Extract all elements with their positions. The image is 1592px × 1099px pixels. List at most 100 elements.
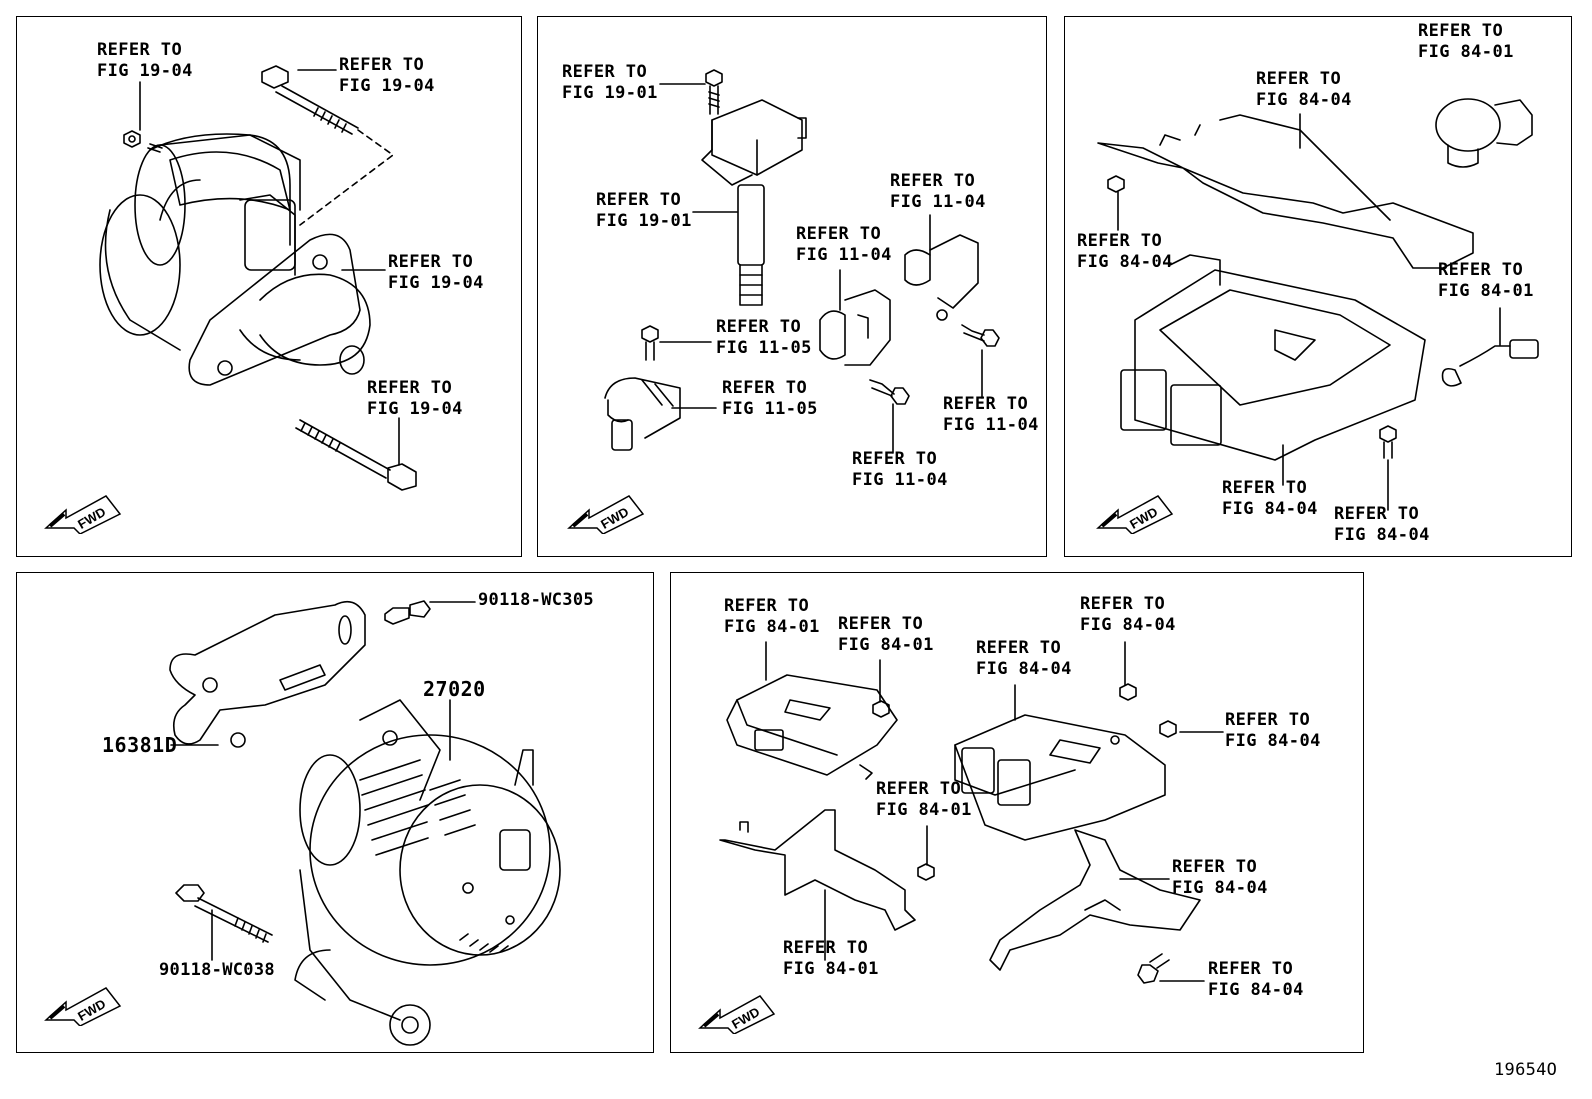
callout-ecu-4: REFER TO FIG 84-01 [1438,260,1534,302]
refer-label: REFER TO [1077,231,1163,251]
fig-ref: FIG 84-04 [1172,878,1268,898]
refer-label: REFER TO [1418,21,1504,41]
callout-ignition-6: REFER TO FIG 11-05 [722,378,818,420]
refer-label: REFER TO [1256,69,1342,89]
refer-label: REFER TO [1172,857,1258,877]
modules-drawing [719,674,1201,984]
callout-modules-2: REFER TO FIG 84-01 [838,614,934,656]
refer-label: REFER TO [783,938,869,958]
panel-alternator [16,572,654,1053]
refer-label: REFER TO [1222,478,1308,498]
refer-label: REFER TO [339,55,425,75]
callout-ecu-1: REFER TO FIG 84-01 [1418,21,1514,63]
refer-label: REFER TO [1080,594,1166,614]
callout-modules-6: REFER TO FIG 84-01 [876,779,972,821]
fwd-arrow-icon: FWD [698,995,776,1034]
callout-modules-4: REFER TO FIG 84-04 [976,638,1072,680]
fig-ref: FIG 84-04 [1208,980,1304,1000]
fig-ref: FIG 19-01 [596,211,692,231]
fig-ref: FIG 11-04 [890,192,986,212]
fig-ref: FIG 11-04 [943,415,1039,435]
fig-ref: FIG 11-04 [796,245,892,265]
refer-label: REFER TO [562,62,648,82]
fig-ref: FIG 11-05 [722,399,818,419]
fig-ref: FIG 19-01 [562,83,658,103]
panel-ecu [1064,16,1572,557]
callout-starter-4: REFER TO FIG 19-04 [367,378,463,420]
refer-label: REFER TO [976,638,1062,658]
refer-label: REFER TO [852,449,938,469]
fig-ref: FIG 84-04 [1225,731,1321,751]
fig-ref: FIG 84-01 [724,617,820,637]
fig-ref: FIG 84-01 [1438,281,1534,301]
diagram-id: 19654O [1494,1060,1558,1080]
fig-ref: FIG 11-05 [716,338,812,358]
refer-label: REFER TO [388,252,474,272]
callout-starter-1: REFER TO FIG 19-04 [97,40,193,82]
fig-ref: FIG 84-04 [1080,615,1176,635]
fig-ref: FIG 84-04 [1334,525,1430,545]
refer-label: REFER TO [1438,260,1524,280]
callout-ecu-2: REFER TO FIG 84-04 [1256,69,1352,111]
callout-starter-2: REFER TO FIG 19-04 [339,55,435,97]
fig-ref: FIG 19-04 [97,61,193,81]
callout-ecu-6: REFER TO FIG 84-04 [1334,504,1430,546]
refer-label: REFER TO [367,378,453,398]
refer-label: REFER TO [890,171,976,191]
refer-label: REFER TO [838,614,924,634]
fig-ref: FIG 19-04 [339,76,435,96]
part-number-alternator: 27020 [423,677,486,701]
fig-ref: FIG 84-04 [1077,252,1173,272]
fig-ref: FIG 84-01 [838,635,934,655]
refer-label: REFER TO [596,190,682,210]
fig-ref: FIG 84-04 [1256,90,1352,110]
refer-label: REFER TO [1225,710,1311,730]
fig-ref: FIG 11-04 [852,470,948,490]
refer-label: REFER TO [1208,959,1294,979]
callout-starter-3: REFER TO FIG 19-04 [388,252,484,294]
fig-ref: FIG 84-01 [1418,42,1514,62]
refer-label: REFER TO [722,378,808,398]
part-number-bracket: 16381D [102,733,178,757]
fig-ref: FIG 84-01 [783,959,879,979]
fig-ref: FIG 84-01 [876,800,972,820]
fig-ref: FIG 19-04 [367,399,463,419]
refer-label: REFER TO [97,40,183,60]
refer-label: REFER TO [796,224,882,244]
refer-label: REFER TO [1334,504,1420,524]
callout-ignition-4: REFER TO FIG 11-04 [890,171,986,213]
callout-ignition-5: REFER TO FIG 11-05 [716,317,812,359]
callout-ignition-1: REFER TO FIG 19-01 [562,62,658,104]
refer-label: REFER TO [876,779,962,799]
refer-label: REFER TO [943,394,1029,414]
part-number-bolt-top: 90118-WC305 [478,590,594,610]
callout-modules-7: REFER TO FIG 84-04 [1172,857,1268,899]
callout-ignition-3: REFER TO FIG 11-04 [796,224,892,266]
callout-ignition-8: REFER TO FIG 11-04 [852,449,948,491]
refer-label: REFER TO [716,317,802,337]
panel-starter [16,16,522,557]
callout-ecu-3: REFER TO FIG 84-04 [1077,231,1173,273]
callout-modules-5: REFER TO FIG 84-04 [1225,710,1321,752]
callout-modules-9: REFER TO FIG 84-04 [1208,959,1304,1001]
panel-modules [670,572,1364,1053]
starter-motor-drawing [99,65,417,491]
fwd-arrow-icon: FWD [567,495,645,534]
fwd-arrow-icon: FWD [44,987,122,1026]
ignition-parts-drawing [604,69,1000,451]
callout-modules-1: REFER TO FIG 84-01 [724,596,820,638]
fwd-arrow-icon: FWD [44,495,122,534]
callout-ignition-2: REFER TO FIG 19-01 [596,190,692,232]
callout-ignition-7: REFER TO FIG 11-04 [943,394,1039,436]
callout-modules-8: REFER TO FIG 84-01 [783,938,879,980]
alternator-drawing [169,600,561,1046]
callout-ecu-5: REFER TO FIG 84-04 [1222,478,1318,520]
fig-ref: FIG 84-04 [976,659,1072,679]
refer-label: REFER TO [724,596,810,616]
callout-modules-3: REFER TO FIG 84-04 [1080,594,1176,636]
part-number-bolt-bottom: 90118-WC038 [159,960,275,980]
panel-ignition [537,16,1047,557]
fig-ref: FIG 84-04 [1222,499,1318,519]
fwd-arrow-icon: FWD [1096,495,1174,534]
